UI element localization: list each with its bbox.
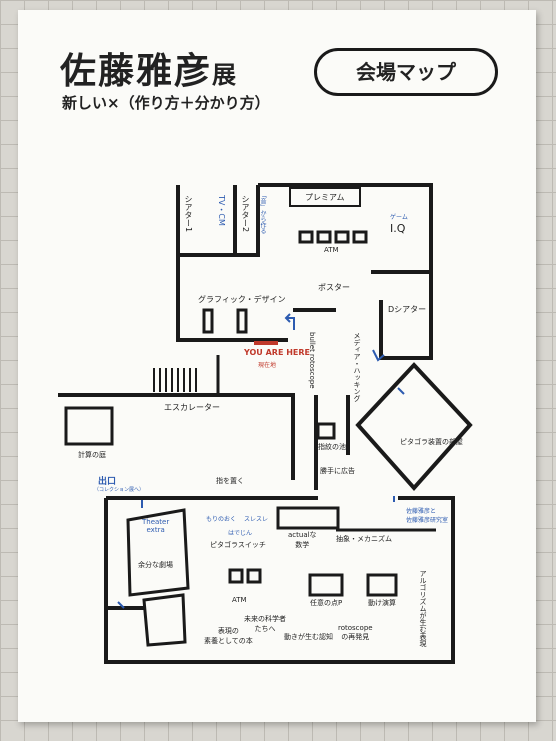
label-ugoki: 動きが生む認知 xyxy=(284,633,333,641)
label-yobun: 余分な劇場 xyxy=(138,561,173,569)
label-you-are-here: YOU ARE HERE xyxy=(244,348,310,357)
label-game: ゲーム xyxy=(390,214,408,221)
label-premium: プレミアム xyxy=(305,193,345,202)
label-rotoscope: rotoscope の再発見 xyxy=(338,624,373,641)
label-iq: I.Q xyxy=(390,222,406,235)
label-theater-sound: 「音」から作る xyxy=(259,192,266,234)
label-atm-top: ATM xyxy=(324,246,339,254)
lower-theater-shape xyxy=(142,593,187,647)
label-bullet: bullet rotoscope xyxy=(308,332,316,389)
label-theater1: シアター1 xyxy=(184,195,193,233)
map-board: 佐藤雅彦展 新しい×（作り方＋分かり方） 会場マップ xyxy=(18,10,536,722)
title-main: 佐藤雅彦 xyxy=(60,51,213,92)
label-ugoke: 動け演算 xyxy=(368,599,396,607)
label-pythagora-switch: ピタゴラスイッチ xyxy=(210,541,266,549)
label-exit: 出口 xyxy=(98,477,117,487)
label-escalator: エスカレーター xyxy=(164,403,220,412)
label-nini: 任意の点P xyxy=(310,599,343,607)
label-media-hacking: メディア・ハッキング xyxy=(353,332,361,402)
upper-wall xyxy=(258,183,433,360)
theater-extra-shape xyxy=(126,508,190,597)
label-genzaichi: 現在地 xyxy=(258,362,277,369)
label-katte: 勝手に広告 xyxy=(320,467,355,475)
premium-room xyxy=(289,187,361,207)
label-mirai: 未来の科学者 たちへ xyxy=(244,615,286,633)
page-title: 佐藤雅彦展 xyxy=(60,42,238,94)
escalator-wall xyxy=(58,393,295,480)
title-suffix: 展 xyxy=(212,61,239,89)
label-keisan: 計算の庭 xyxy=(78,451,106,459)
label-morinooku: もりのおく xyxy=(206,516,237,523)
label-chusho: 抽象・メカニズム xyxy=(336,535,392,543)
label-actual-math: actualな 数学 xyxy=(288,531,317,549)
left-upper-wall xyxy=(176,185,288,342)
pythagora-diamond xyxy=(355,362,473,492)
label-d-theater: Dシアター xyxy=(388,305,427,314)
subtitle: 新しい×（作り方＋分かり方） xyxy=(62,94,270,112)
label-sato-lab: 佐藤雅彦と 佐藤雅彦研究室 xyxy=(406,508,449,524)
theater-block xyxy=(178,185,260,257)
label-poster: ポスター xyxy=(318,283,350,292)
map-badge: 会場マップ xyxy=(314,48,498,96)
you-are-here-marker xyxy=(254,341,278,345)
label-hyogen: 表現の 素養としての本 xyxy=(204,627,253,645)
label-yubi: 指を置く xyxy=(216,477,244,485)
label-atm-bottom: ATM xyxy=(232,596,247,604)
label-tvcm: TV・CM xyxy=(217,195,226,226)
label-graphic: グラフィック・デザイン xyxy=(198,295,286,304)
label-exit-sub: （コレクション展へ） xyxy=(94,487,145,493)
label-suresure: スレスレ xyxy=(244,516,269,523)
label-theater-extra: Theater extra xyxy=(142,518,170,534)
label-pythagora-room: ピタゴラ装置の部屋 xyxy=(400,438,463,446)
label-shimon: 指紋の池 xyxy=(318,443,346,451)
label-algorithm: アルゴリズムが生む表現 xyxy=(419,570,427,647)
label-hadekin: はでじん xyxy=(228,530,253,537)
label-theater2: シアター2 xyxy=(241,195,250,233)
floor-plan xyxy=(58,183,473,664)
